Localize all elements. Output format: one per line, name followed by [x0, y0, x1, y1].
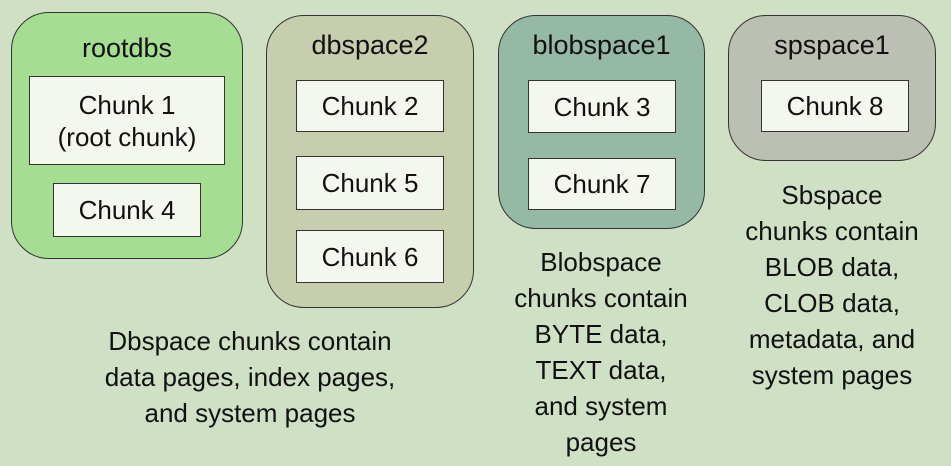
- caption-line: Dbspace chunks contain: [108, 326, 392, 356]
- sbspace-caption: Sbspace chunks contain BLOB data, CLOB d…: [720, 177, 944, 393]
- caption-line: CLOB data,: [764, 288, 900, 318]
- space-title: blobspace1: [532, 30, 671, 60]
- caption-line: BYTE data,: [534, 319, 668, 349]
- chunk-1: Chunk 1 (root chunk): [29, 76, 225, 165]
- chunk-label: Chunk 7: [553, 169, 651, 199]
- chunk-label: Chunk 1: [78, 89, 176, 120]
- space-spspace1: spspace1 Chunk 8: [728, 15, 936, 161]
- chunk-label: Chunk 4: [78, 195, 176, 225]
- dbspace-caption: Dbspace chunks contain data pages, index…: [40, 323, 460, 431]
- caption-line: data pages, index pages,: [104, 362, 396, 392]
- space-title: dbspace2: [311, 30, 429, 60]
- caption-line: chunks contain: [514, 283, 688, 313]
- chunk-label: Chunk 2: [321, 91, 419, 121]
- caption-line: metadata, and: [748, 324, 916, 354]
- chunk-7: Chunk 7: [528, 158, 676, 210]
- space-title: spspace1: [774, 30, 890, 60]
- chunk-8: Chunk 8: [761, 80, 909, 132]
- chunk-label: Chunk 6: [321, 241, 419, 272]
- chunk-label: Chunk 8: [786, 91, 884, 121]
- caption-line: pages: [565, 427, 637, 457]
- chunk-sublabel: (root chunk): [57, 121, 197, 152]
- chunk-4: Chunk 4: [53, 183, 201, 237]
- caption-line: system pages: [751, 360, 913, 390]
- caption-line: chunks contain: [745, 216, 919, 246]
- chunk-6: Chunk 6: [296, 230, 444, 283]
- chunk-2: Chunk 2: [296, 80, 444, 132]
- caption-line: and system pages: [144, 398, 356, 428]
- space-blobspace1: blobspace1 Chunk 3 Chunk 7: [498, 15, 705, 229]
- space-dbspace2: dbspace2 Chunk 2 Chunk 5 Chunk 6: [266, 15, 474, 308]
- chunk-label: Chunk 3: [553, 91, 651, 122]
- caption-line: and system: [534, 391, 668, 421]
- caption-line: BLOB data,: [764, 252, 900, 282]
- blobspace-caption: Blobspace chunks contain BYTE data, TEXT…: [486, 244, 716, 460]
- caption-line: TEXT data,: [535, 355, 667, 385]
- chunk-5: Chunk 5: [296, 156, 444, 210]
- space-title: rootdbs: [81, 33, 173, 63]
- space-rootdbs: rootdbs Chunk 1 (root chunk) Chunk 4: [11, 12, 243, 259]
- caption-line: Blobspace: [540, 247, 662, 277]
- chunk-3: Chunk 3: [528, 80, 676, 133]
- caption-line: Sbspace: [781, 180, 883, 210]
- chunk-label: Chunk 5: [321, 168, 419, 198]
